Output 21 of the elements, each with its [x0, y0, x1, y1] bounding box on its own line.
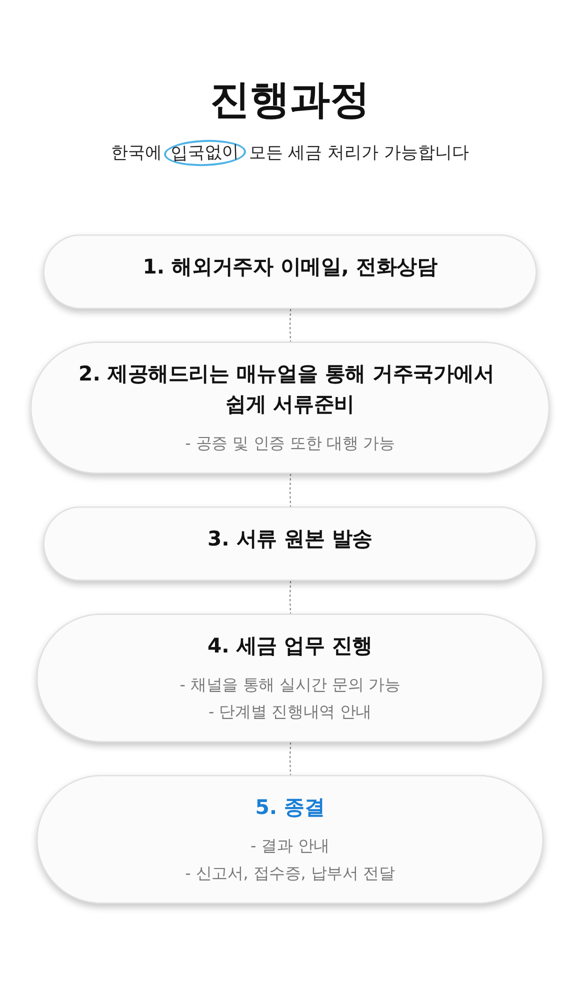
step-note: - 신고서, 접수증, 납부서 전달	[185, 864, 395, 883]
dashed-connector	[289, 474, 292, 508]
step-note: - 단계별 진행내역 안내	[208, 703, 372, 722]
subtitle-text: 한국에 입국없이 모든 세금 처리가 가능합니다	[110, 140, 470, 166]
step-card	[30, 342, 550, 474]
dashed-connector	[289, 308, 292, 343]
diagram-title: 진행과정	[210, 76, 370, 124]
step-heading: 3. 서류 원본 발송	[208, 526, 372, 554]
step-card	[36, 775, 544, 904]
step-note: - 채널을 통해 실시간 문의 가능	[180, 676, 400, 694]
step-note: - 결과 안내	[250, 838, 330, 856]
step-card	[43, 506, 537, 581]
step-heading: 4. 세금 업무 진행	[208, 634, 372, 660]
step-heading: 2. 제공해드리는 매뉴얼을 통해 거주국가에서 쉽게 서류준비	[78, 362, 496, 419]
dashed-connector	[289, 742, 292, 776]
step-heading: 5. 종결	[255, 794, 325, 822]
step-heading: 1. 해외거주자 이메일, 전화상담	[142, 254, 438, 282]
dashed-connector	[289, 580, 292, 615]
step-note: - 공증 및 인증 또한 대행 가능	[185, 434, 395, 453]
step-card	[36, 614, 544, 742]
step-card	[43, 234, 537, 309]
